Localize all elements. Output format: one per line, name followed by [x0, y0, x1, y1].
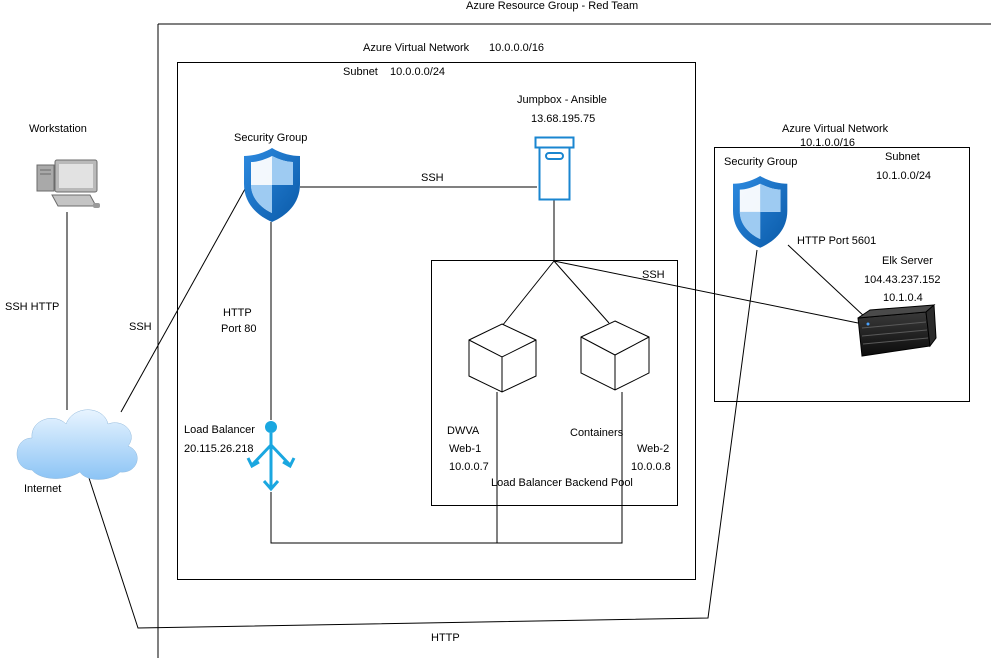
web1-app: DWVA: [447, 425, 480, 437]
link-pool-web1: [501, 260, 555, 327]
link-internet-elk-http: [88, 249, 758, 629]
vnet-elk-title: Azure Virtual Network: [782, 123, 889, 135]
web1-ip: 10.0.0.7: [449, 461, 489, 473]
load-balancer-icon[interactable]: [246, 421, 296, 492]
internet-label: Internet: [24, 483, 61, 495]
vnet-main-title: Azure Virtual Network: [363, 42, 470, 54]
jumpbox-ip: 13.68.195.75: [531, 113, 595, 125]
backend-pool-label: Load Balancer Backend Pool: [491, 477, 633, 489]
cloud-icon[interactable]: [16, 409, 138, 480]
web2-name: Web-2: [637, 443, 669, 455]
conn-internet-elk-label: HTTP: [431, 632, 460, 644]
containers-label: Containers: [570, 427, 624, 439]
conn-workstation-internet-label: SSH HTTP: [5, 301, 59, 313]
web2-ip: 10.0.0.8: [631, 461, 671, 473]
web1-cube-icon[interactable]: [468, 323, 537, 393]
elk-ip-public: 104.43.237.152: [864, 274, 940, 286]
vnet-elk-cidr: 10.1.0.0/16: [800, 137, 855, 149]
conn-sg-lb-protocol-label: HTTP: [223, 307, 252, 319]
backend-pool-box: [431, 260, 678, 506]
workstation-label: Workstation: [29, 123, 87, 135]
backend-pool-ssh-label: SSH: [642, 269, 665, 281]
resource-group-title: Azure Resource Group - Red Team: [466, 0, 638, 12]
vnet-main-cidr: 10.0.0.0/16: [489, 42, 544, 54]
workstation-icon[interactable]: [36, 159, 100, 208]
elk-ip-private: 10.1.0.4: [883, 292, 923, 304]
web2-cube-icon[interactable]: [580, 320, 650, 391]
security-group-elk-shield[interactable]: [733, 176, 788, 248]
link-elk-sg-elk: [787, 244, 867, 319]
conn-sg-jumpbox-label: SSH: [421, 172, 444, 184]
security-group-elk-label: Security Group: [724, 156, 797, 168]
conn-sg-lb-port-label: Port 80: [221, 323, 256, 335]
security-group-main-shield[interactable]: [244, 148, 300, 222]
jumpbox-icon[interactable]: [534, 136, 575, 201]
jumpbox-name: Jumpbox - Ansible: [517, 94, 607, 106]
vnet-main-box: [177, 62, 696, 580]
subnet-elk-label: Subnet: [885, 151, 920, 163]
link-pool-elk: [553, 260, 859, 324]
web1-name: Web-1: [449, 443, 481, 455]
security-group-main-label: Security Group: [234, 132, 307, 144]
subnet-main-cidr: 10.0.0.0/24: [390, 66, 445, 78]
elk-name: Elk Server: [882, 255, 933, 267]
subnet-elk-cidr: 10.1.0.0/24: [876, 170, 931, 182]
resource-group-box: [157, 23, 991, 658]
load-balancer-name: Load Balancer: [184, 424, 255, 436]
connector-lines: [66, 179, 867, 629]
subnet-main-label: Subnet: [343, 66, 378, 78]
link-pool-web2: [553, 260, 610, 324]
elk-server-icon[interactable]: [857, 303, 937, 357]
conn-elk-http-label: HTTP Port 5601: [797, 235, 876, 247]
link-internet-security-group: [120, 179, 251, 413]
vnet-elk-box: [714, 147, 970, 402]
load-balancer-ip: 20.115.26.218: [184, 443, 254, 455]
link-backend-bus: [270, 392, 623, 544]
conn-internet-sg-label: SSH: [129, 321, 152, 333]
